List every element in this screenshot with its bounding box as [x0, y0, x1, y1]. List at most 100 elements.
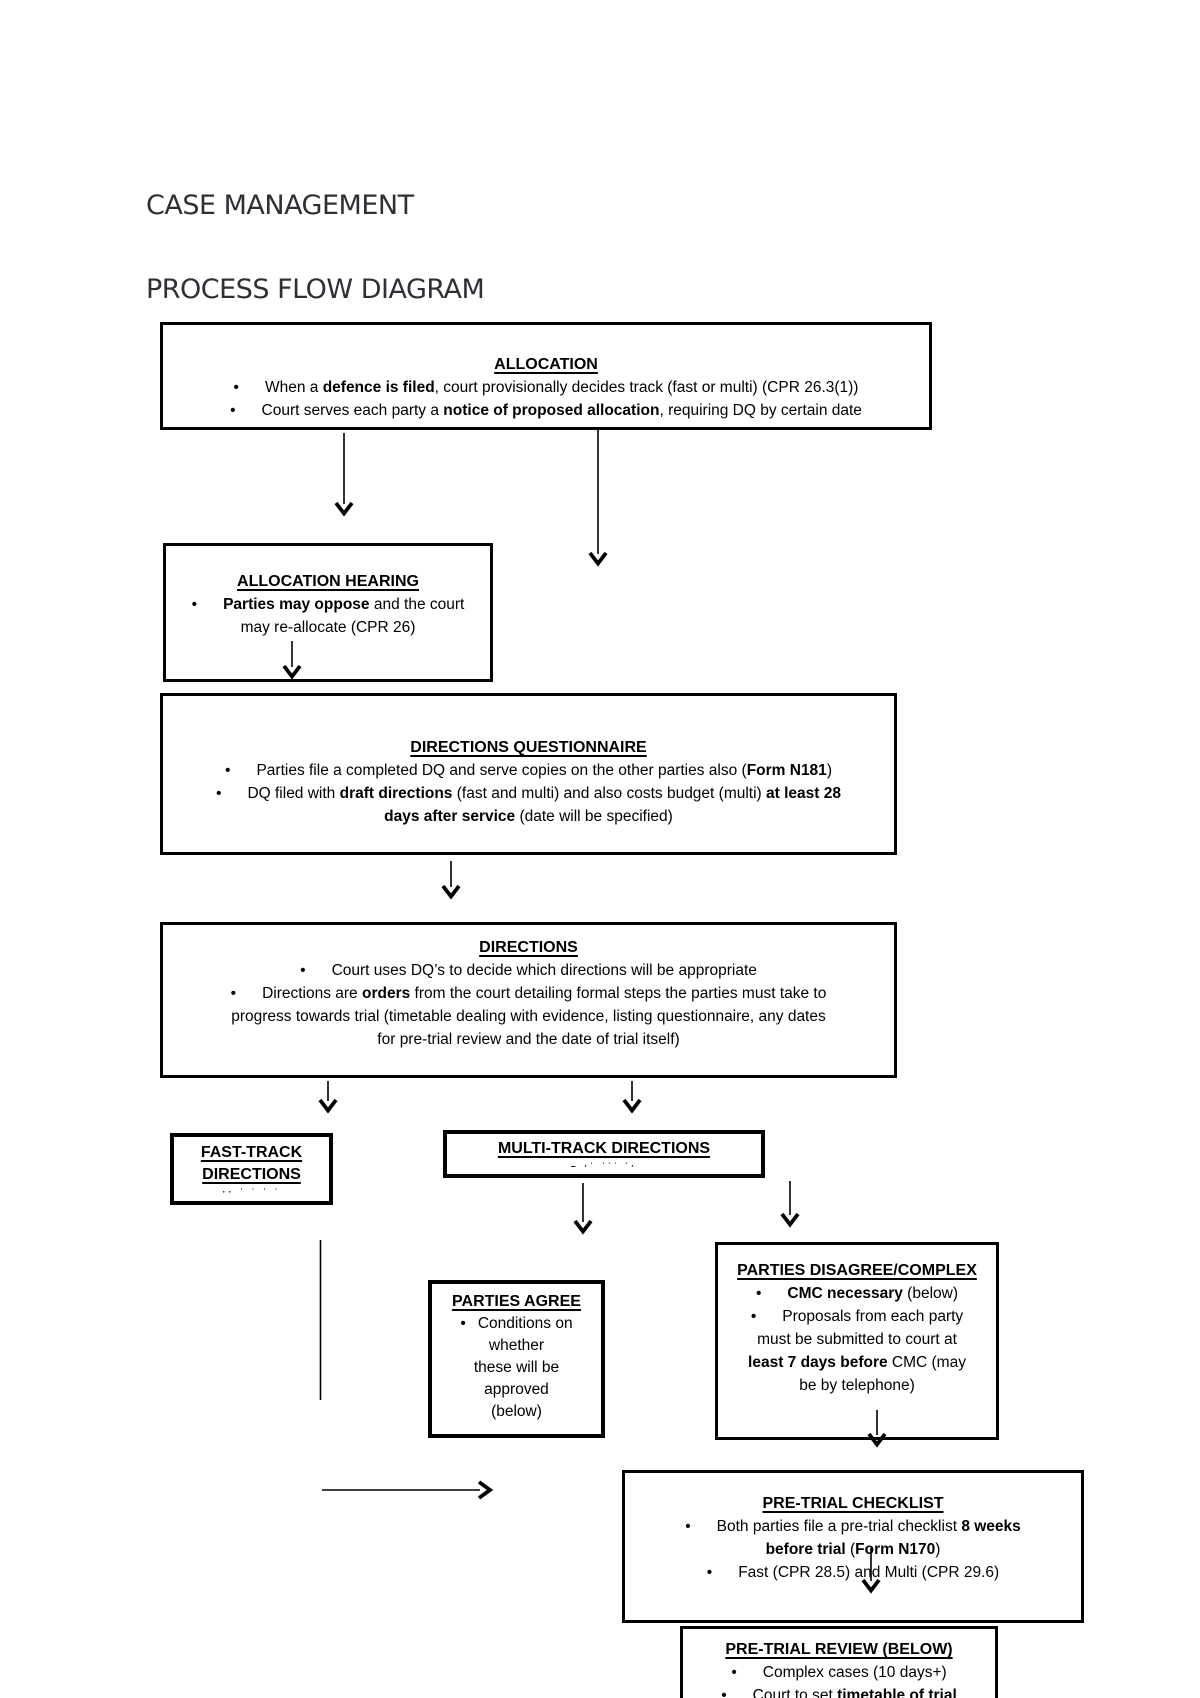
directions-questionnaire-bullets: • Parties file a completed DQ and serve c… [171, 759, 886, 828]
bullet-item: • Court uses DQ’s to decide which directi… [171, 959, 886, 982]
bullet-text-bold: at least 28 days after service [384, 785, 841, 825]
bullet-text: Court to set [752, 1687, 838, 1698]
bullet-item: • Parties may oppose and the court may re… [174, 593, 482, 639]
bullet-text: ) [935, 1541, 941, 1558]
bullet-text: Proposals from each party must be submit… [757, 1308, 964, 1348]
bullet-text: Fast (CPR 28.5) and Multi (CPR 29.6) [738, 1564, 1000, 1581]
bullet-item: • Fast (CPR 28.5) and Multi (CPR 29.6) [633, 1561, 1073, 1584]
bullet-item: • CMC necessary (below) [726, 1282, 988, 1305]
connector-line-fast-track [319, 1240, 322, 1400]
bullet-dot: • [191, 596, 198, 613]
parties-agree-heading: PARTIES AGREE [452, 1293, 581, 1310]
fast-track-directions-box: FAST-TRACK DIRECTIONS ·· ˈ ˈ ˈ ˈ [170, 1133, 333, 1205]
bullet-dot: • [755, 1285, 762, 1302]
directions-box: DIRECTIONS • Court uses DQ’s to decide wh… [160, 922, 897, 1078]
bullet-text-bold: draft directions [339, 785, 453, 802]
bullet-text: Court uses DQ’s to decide which directio… [331, 962, 757, 979]
bullet-item: •Court to set timetable of trial [691, 1684, 987, 1698]
arrow-disagree-to-checklist [867, 1410, 887, 1448]
multi-track-directions-box: MULTI-TRACK DIRECTIONS – ·ˈ ˈˈˈ ˈ· [443, 1130, 765, 1178]
bullet-text-bold: Form N181 [746, 762, 827, 779]
allocation-hearing-heading: ALLOCATION HEARING [237, 573, 419, 590]
directions-bullets: • Court uses DQ’s to decide which directi… [171, 959, 886, 1051]
bullet-text: and the court may re-allocate (CPR 26) [240, 596, 465, 636]
arrow-multi-track-to-parties-agree [573, 1183, 593, 1235]
bullet-dot: • [233, 379, 239, 396]
arrow-checklist-to-review [861, 1548, 881, 1594]
pre-trial-review-bullets: • Complex cases (10 days+) •Court to set t… [691, 1661, 987, 1698]
bullet-dot: • [460, 1315, 466, 1332]
arrow-fast-track-to-checklist [322, 1480, 494, 1500]
bullet-text-bold: least 7 days before [748, 1354, 888, 1371]
bullet-item: • DQ filed with draft directions (fast an… [171, 782, 886, 828]
bullet-text: Conditions on whether these will be appr… [473, 1315, 573, 1420]
bullet-text: Both parties file a pre-trial checklist [716, 1518, 962, 1535]
bullet-dot: • [731, 1664, 737, 1681]
bullet-text-bold: Parties may oppose [223, 596, 370, 613]
bullet-text: from the court detailing formal steps th… [231, 985, 827, 1048]
bullet-item: • Directions are orders from the court de… [171, 982, 886, 1051]
fast-track-heading: FAST-TRACK DIRECTIONS [200, 1144, 303, 1183]
bullet-text: DQ filed with [247, 785, 340, 802]
bullet-text: Court serves each party a [261, 402, 444, 419]
bullet-dot: • [685, 1518, 691, 1535]
allocation-box: ALLOCATION • When a defence is filed, cou… [160, 322, 932, 430]
bullet-text: CMC (may be by telephone) [799, 1354, 966, 1394]
arrow-allocation-to-hearing [334, 433, 354, 517]
bullet-item: • When a defence is filed, court provisio… [171, 376, 921, 399]
multi-track-heading: MULTI-TRACK DIRECTIONS [497, 1140, 711, 1157]
directions-heading: DIRECTIONS [479, 939, 578, 956]
bullet-text: , court provisionally decides track (fas… [434, 379, 859, 396]
arrow-dq-to-directions [441, 861, 461, 900]
bullet-item: • Both parties file a pre-trial checklist… [633, 1515, 1073, 1561]
bullet-text-bold: 8 weeks before trial [765, 1518, 1021, 1558]
bullet-text: (fast and multi) and also costs budget (… [452, 785, 767, 802]
pre-trial-review-heading: PRE-TRIAL REVIEW (BELOW) [725, 1641, 953, 1658]
bullet-dot: • [230, 402, 236, 419]
bullet-text-bold: orders [362, 985, 411, 1002]
page-subtitle: PROCESS FLOW DIAGRAM [146, 274, 485, 305]
fast-track-clipped-text: ·· ˈ ˈ ˈ ˈ [222, 1187, 281, 1197]
bullet-dot: • [216, 785, 222, 802]
arrow-hearing-to-dq [282, 641, 302, 680]
bullet-text: (below) [902, 1285, 959, 1302]
bullet-text: Directions are [262, 985, 362, 1002]
bullet-text: Parties file a completed DQ and serve co… [256, 762, 747, 779]
bullet-dot: • [225, 762, 231, 779]
arrow-directions-to-multi-track [622, 1081, 642, 1114]
bullet-text-bold: CMC necessary [787, 1285, 903, 1302]
bullet-text-bold: Form N170 [855, 1541, 936, 1558]
parties-disagree-complex-box: PARTIES DISAGREE/COMPLEX • CMC necessary … [715, 1242, 999, 1440]
parties-disagree-bullets: •CMC necessary (below)•Proposals from ea… [726, 1282, 988, 1397]
bullet-text: When a [264, 379, 323, 396]
bullet-dot: • [750, 1308, 757, 1325]
page-title: CASE MANAGEMENT [146, 190, 414, 221]
pre-trial-checklist-heading: PRE-TRIAL CHECKLIST [762, 1495, 944, 1512]
directions-questionnaire-heading: DIRECTIONS QUESTIONNAIRE [410, 739, 647, 756]
bullet-text: ) [826, 762, 832, 779]
allocation-hearing-bullets: • Parties may oppose and the court may re… [174, 593, 482, 639]
bullet-item: • Conditions on whether these will be app… [440, 1313, 593, 1423]
bullet-text-bold: timetable of trial [837, 1687, 957, 1698]
bullet-text: Complex cases (10 days+) [762, 1664, 947, 1681]
parties-agree-bullets: • Conditions on whether these will be app… [440, 1313, 593, 1423]
bullet-dot: • [230, 985, 237, 1002]
bullet-dot: • [706, 1564, 713, 1581]
bullet-text: , requiring DQ by certain date [659, 402, 862, 419]
bullet-text: (date will be specified) [515, 808, 673, 825]
parties-disagree-heading: PARTIES DISAGREE/COMPLEX [737, 1262, 977, 1279]
bullet-item: •Proposals from each party must be submi… [726, 1305, 988, 1397]
allocation-hearing-box: ALLOCATION HEARING • Parties may oppose a… [163, 543, 493, 682]
bullet-item: • Complex cases (10 days+) [691, 1661, 987, 1684]
arrow-multi-track-to-parties-disagree [780, 1181, 800, 1228]
pre-trial-checklist-box: PRE-TRIAL CHECKLIST • Both parties file a… [622, 1470, 1084, 1623]
bullet-text-bold: notice of proposed allocation [443, 402, 660, 419]
bullet-dot: • [300, 962, 306, 979]
allocation-bullets: • When a defence is filed, court provisio… [171, 376, 921, 422]
multi-track-clipped-text: – ·ˈ ˈˈˈ ˈ· [570, 1161, 638, 1171]
bullet-text-bold: defence is filed [322, 379, 435, 396]
arrow-allocation-to-dq [588, 430, 608, 567]
allocation-heading: ALLOCATION [494, 356, 598, 373]
pre-trial-checklist-bullets: • Both parties file a pre-trial checklist… [633, 1515, 1073, 1584]
arrow-directions-to-fast-track [318, 1081, 338, 1114]
